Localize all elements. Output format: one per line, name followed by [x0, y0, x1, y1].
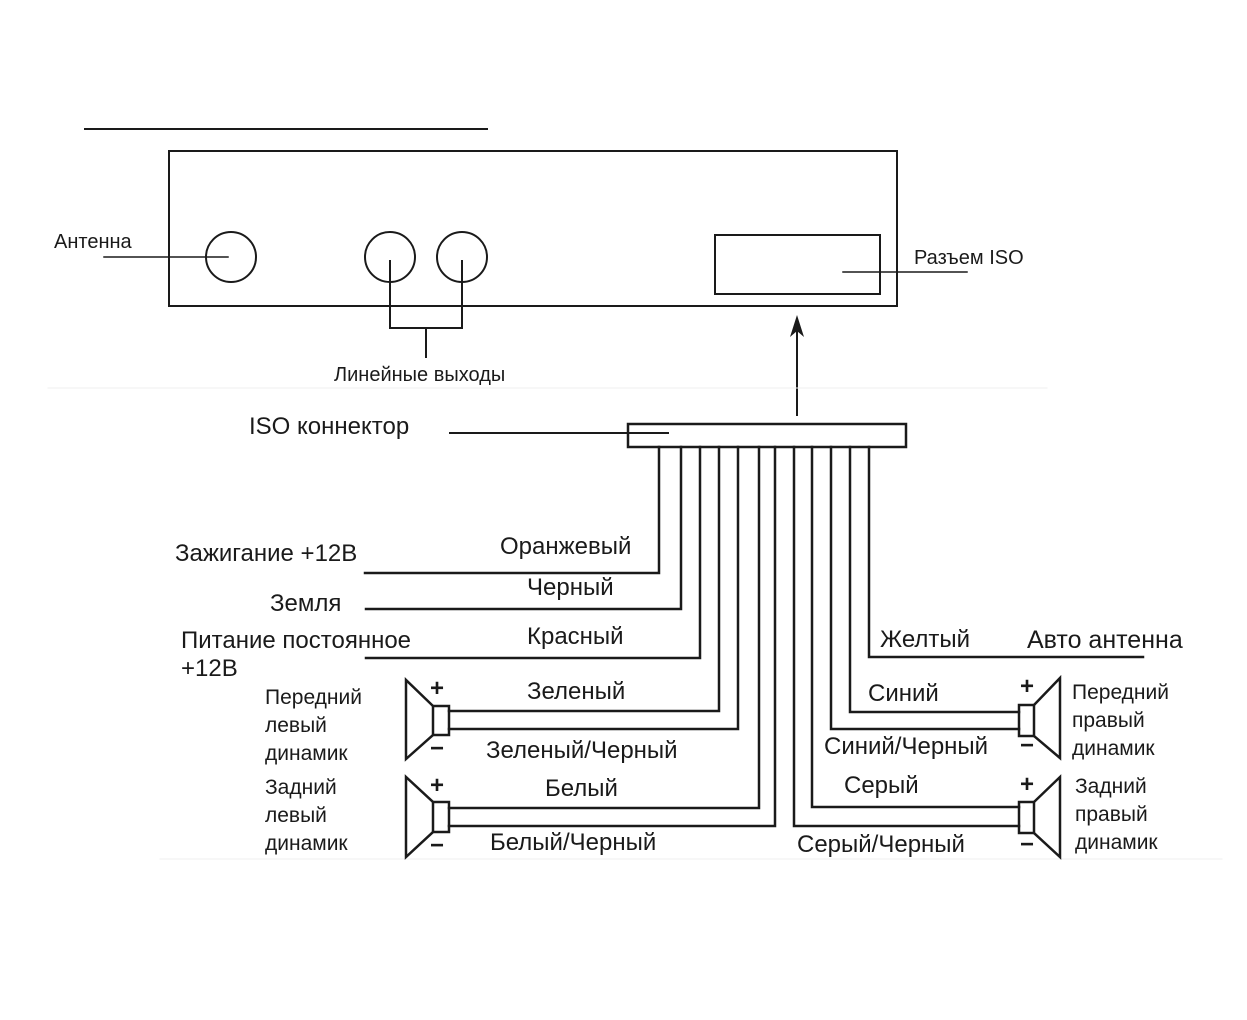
rear-left-speaker-label: Задний левый динамик	[265, 776, 348, 855]
wire-gray-label: Серый	[844, 772, 919, 799]
wire-black	[364, 445, 683, 611]
rear-left-plus: +	[430, 772, 445, 799]
front-right-speaker-label: Передний правый динамик	[1072, 681, 1169, 760]
wire-white	[447, 445, 761, 810]
iso-connector	[626, 422, 908, 449]
speaker-rear-left-icon	[404, 774, 451, 860]
line-outputs-label: Линейные выходы	[334, 364, 506, 386]
wire-green-label: Зеленый	[527, 678, 626, 705]
wire-red	[364, 445, 702, 660]
rear-right-minus: −	[1020, 831, 1035, 858]
front-left-speaker-label: Передний левый динамик	[265, 686, 362, 765]
front-right-plus: +	[1020, 673, 1035, 700]
iso-socket	[714, 234, 881, 295]
wire-gray	[810, 445, 1021, 809]
front-right-minus: −	[1020, 732, 1035, 759]
wire-white-label: Белый	[545, 775, 618, 802]
wire-gray-black-label: Серый/Черный	[797, 831, 965, 858]
wire-green-black-label: Зеленый/Черный	[486, 737, 678, 764]
ground-label: Земля	[270, 590, 342, 617]
wire-red-label: Красный	[527, 623, 624, 650]
wire-blue-black-label: Синий/Черный	[824, 733, 989, 760]
speaker-front-right-icon	[1017, 674, 1062, 761]
wire-black-label: Черный	[527, 574, 614, 601]
constant-power-label: Питание постоянное	[181, 627, 412, 654]
wire-orange	[363, 445, 661, 575]
rear-left-minus: −	[430, 832, 445, 859]
antenna-label: Антенна	[54, 231, 132, 253]
head-unit-body	[168, 150, 898, 307]
wire-white-black-label: Белый/Черный	[490, 829, 657, 856]
front-left-minus: −	[430, 735, 445, 762]
wire-yellow	[867, 445, 1145, 659]
arrow-head	[790, 315, 804, 337]
line-outputs-bracket	[389, 260, 463, 329]
constant-power-label-line2: +12В	[181, 655, 238, 682]
front-left-plus: +	[430, 675, 445, 702]
iso-socket-label: Разъем ISO	[914, 247, 1024, 269]
rear-right-plus: +	[1020, 771, 1035, 798]
wire-green	[447, 445, 721, 713]
wire-white-black	[447, 445, 777, 828]
speaker-rear-right-icon	[1017, 774, 1062, 860]
iso-connector-label: ISO коннектор	[249, 413, 410, 440]
wire-blue-black	[829, 445, 1021, 731]
rear-right-speaker-label: Задний правый динамик	[1075, 775, 1158, 854]
wire-gray-black	[792, 445, 1021, 828]
ignition-label: Зажигание +12В	[175, 540, 358, 567]
wire-blue	[848, 445, 1021, 714]
wire-yellow-label: Желтый	[880, 626, 971, 653]
auto-antenna-label: Авто антенна	[1027, 626, 1183, 654]
wire-orange-label: Оранжевый	[500, 533, 632, 560]
speaker-front-left-icon	[404, 677, 451, 762]
wire-blue-label: Синий	[868, 680, 939, 707]
wire-green-black	[447, 445, 740, 731]
